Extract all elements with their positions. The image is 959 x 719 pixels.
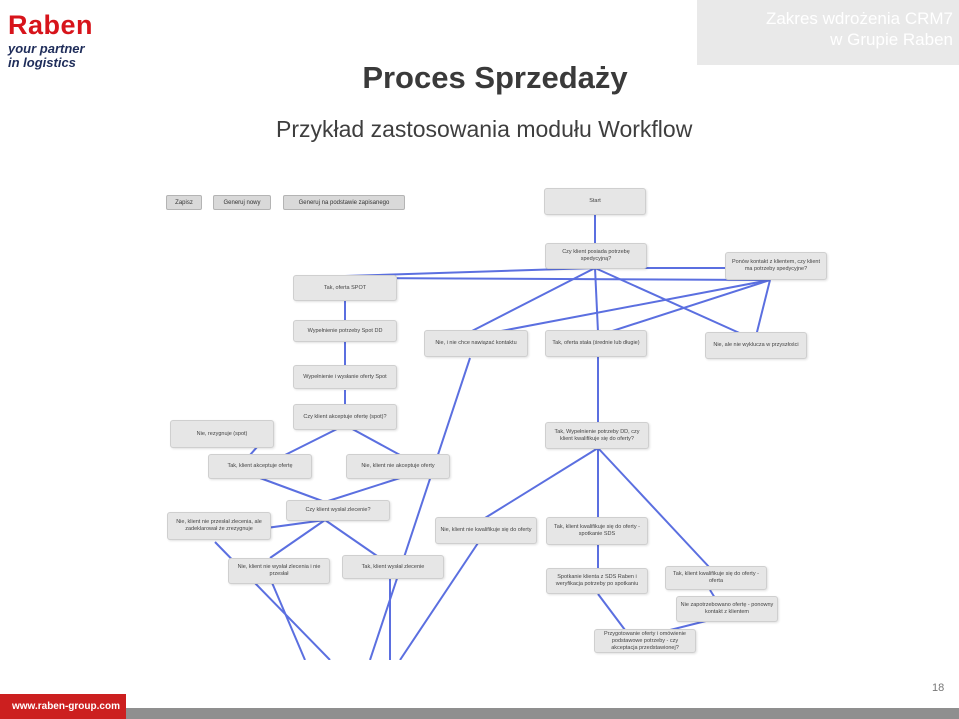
footer-url[interactable]: www.raben-group.com [0, 694, 126, 719]
logo-tagline-2: in logistics [8, 55, 76, 70]
node-yes-qualify-offer[interactable]: Tak, klient kwalifikuje się do oferty - … [665, 566, 767, 590]
scope-line-2: w Grupie Raben [830, 30, 953, 49]
node-q-need[interactable]: Czy klient posiada potrzebę spedycyjną? [545, 243, 647, 269]
node-no-not-accept[interactable]: Nie, klient nie akceptuje oferty [346, 454, 450, 479]
connector [484, 447, 599, 519]
scope-label: Zakres wdrożenia CRM7 w Grupie Raben [697, 0, 959, 65]
generate-from-saved-button[interactable]: Generuj na podstawie zapisanego [283, 195, 405, 210]
node-resume-contact[interactable]: Ponów kontakt z klientem, czy klient ma … [725, 252, 827, 280]
node-yes-accept[interactable]: Tak, klient akceptuje ofertę [208, 454, 312, 479]
connector [344, 277, 771, 281]
connector [399, 539, 481, 660]
node-no-contact[interactable]: Nie, i nie chce nawiązać kontaktu [424, 330, 528, 357]
footer-bar [126, 708, 959, 719]
connector [594, 267, 599, 333]
connector [344, 424, 401, 456]
node-prepare-spot[interactable]: Wypełnienie i wysłanie oferty Spot [293, 365, 397, 389]
node-yes-spot[interactable]: Tak, oferta SPOT [293, 275, 397, 301]
connector [324, 477, 401, 503]
connector [754, 279, 771, 341]
node-fill-spot[interactable]: Wypełnienie potrzeby Spot DD [293, 320, 397, 342]
generate-new-button[interactable]: Generuj nowy [213, 195, 271, 210]
connector [479, 279, 771, 336]
connector [284, 424, 346, 456]
connector [324, 519, 381, 559]
node-yes-order[interactable]: Tak, klient wysłał zlecenie [342, 555, 444, 579]
logo-wordmark: Raben [8, 10, 94, 40]
save-button[interactable]: Zapisz [166, 195, 202, 210]
connector [597, 593, 626, 631]
connector [599, 279, 771, 336]
node-no-order-lost[interactable]: Nie, klient nie przesłał zlecenia, ale z… [167, 512, 271, 540]
node-q-order[interactable]: Czy klient wysłał zlecenie? [286, 500, 390, 521]
node-no-reply[interactable]: Nie zapotrzebowano ofertę - ponowny kont… [676, 596, 778, 622]
node-yes-qualify-sds[interactable]: Tak, klient kwalifikuje się do oferty - … [546, 517, 648, 545]
node-no-order-none[interactable]: Nie, klient nie wysłał zlecenia i nie pr… [228, 558, 330, 584]
connector [369, 357, 471, 660]
workflow-diagram: Zapisz Generuj nowy Generuj na podstawie… [160, 180, 840, 660]
node-start[interactable]: Start [544, 188, 646, 215]
connector [259, 477, 326, 503]
connector [269, 577, 306, 660]
page-subtitle: Przykład zastosowania modułu Workflow [276, 116, 693, 142]
node-no-reject-spot[interactable]: Nie, rezygnuje (spot) [170, 420, 274, 448]
node-q-accept-spot[interactable]: Czy klient akceptuje ofertę (spot)? [293, 404, 397, 430]
connector [344, 267, 596, 277]
node-no-not-interested[interactable]: Nie, ale nie wyklucza w przyszłości [705, 332, 807, 359]
connector [269, 519, 326, 559]
page-number: 18 [932, 682, 945, 694]
connector [469, 267, 596, 333]
connector-layer [214, 214, 771, 660]
node-meeting-sds[interactable]: Spotkanie klienta z SDS Raben i weryfika… [546, 568, 648, 594]
node-no-qualify[interactable]: Nie, klient nie kwalifikuje się do ofert… [435, 517, 537, 544]
page-title: Proces Sprzedaży [362, 60, 628, 95]
node-yes-longterm[interactable]: Tak, oferta stała (średnie lub długie) [545, 330, 647, 357]
logo-tagline-1: your partner [8, 41, 85, 56]
raben-logo: Raben your partner in logistics [8, 10, 118, 70]
connector [597, 447, 711, 569]
node-prepare-offer[interactable]: Przygotowanie oferty i omówienie podstaw… [594, 629, 696, 653]
node-fill-dd[interactable]: Tak, Wypełnienie potrzeby DD, czy klient… [545, 422, 649, 449]
scope-line-1: Zakres wdrożenia CRM7 [765, 9, 953, 28]
